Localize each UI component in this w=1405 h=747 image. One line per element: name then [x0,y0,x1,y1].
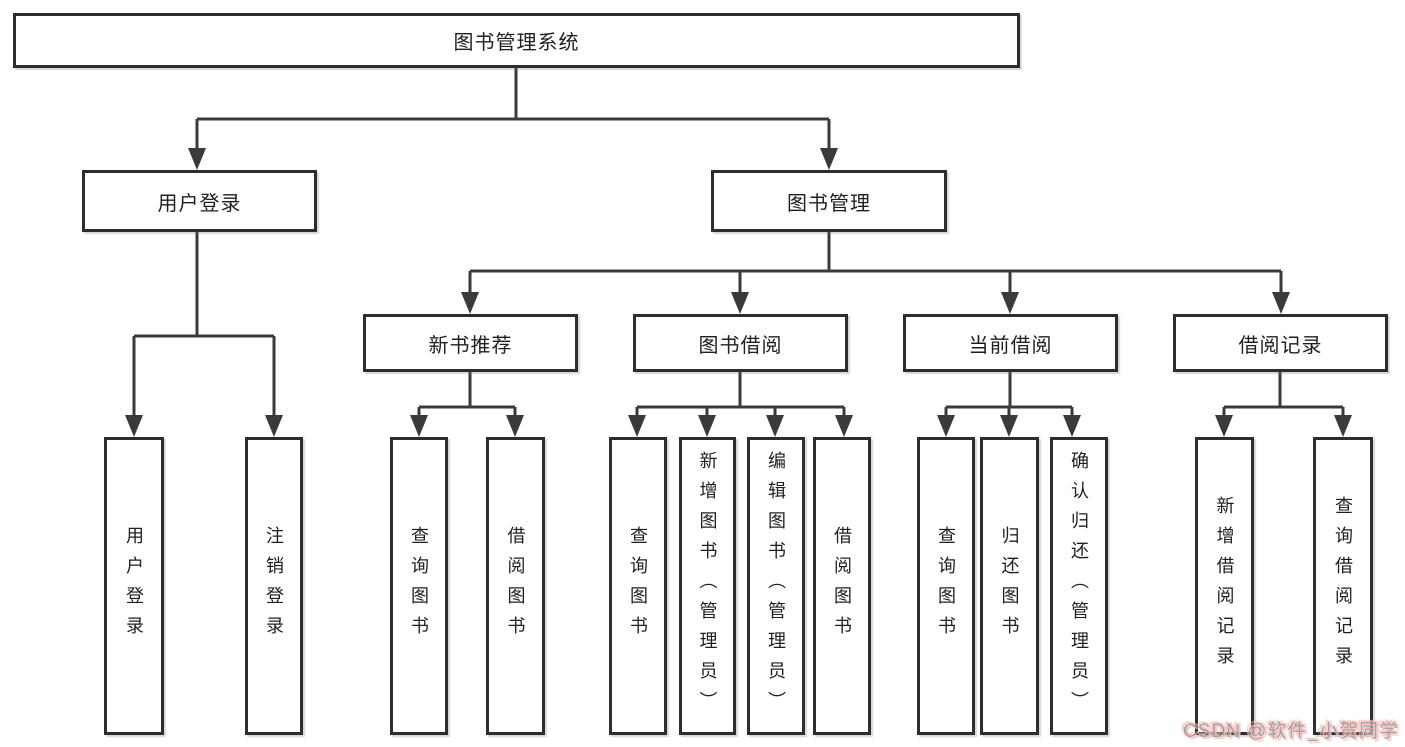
node-new-book-recommend: 新书推荐 [363,314,578,372]
leaf-logout: 注销登录 [245,437,303,735]
leaf-newbook-query-book-label: 查询图书 [409,526,429,646]
leaf-borrow-borrow-book: 借阅图书 [813,437,871,735]
leaf-current-confirm-return: 确认归还（管理员） [1050,437,1108,735]
leaf-record-add: 新增借阅记录 [1195,437,1254,735]
leaf-borrow-edit-book-label: 编辑图书（管理员） [766,451,786,721]
leaf-borrow-borrow-book-label: 借阅图书 [832,526,852,646]
node-borrow-record: 借阅记录 [1173,314,1388,372]
node-current-borrow-label: 当前借阅 [968,334,1053,357]
leaf-user-login: 用户登录 [104,437,164,735]
node-new-book-recommend-label: 新书推荐 [428,334,513,357]
leaf-borrow-edit-book: 编辑图书（管理员） [747,437,805,735]
node-book-management: 图书管理 [711,170,947,232]
node-book-management-label: 图书管理 [787,192,871,215]
arrowheads [125,148,1352,437]
leaf-record-query-label: 查询借阅记录 [1333,496,1353,676]
leaf-newbook-borrow-book: 借阅图书 [486,437,545,735]
leaf-borrow-add-book: 新增图书（管理员） [679,437,736,735]
node-root-label: 图书管理系统 [453,32,580,54]
leaf-borrow-query-book: 查询图书 [609,437,667,735]
leaf-borrow-add-book-label: 新增图书（管理员） [697,451,718,721]
leaf-current-query-book-label: 查询图书 [936,526,956,646]
node-current-borrow: 当前借阅 [903,314,1118,372]
leaf-logout-label: 注销登录 [264,526,284,646]
leaf-record-query: 查询借阅记录 [1313,437,1373,735]
node-borrow-record-label: 借阅记录 [1238,334,1323,357]
leaf-borrow-query-book-label: 查询图书 [628,526,648,646]
node-user-login-label: 用户登录 [157,192,242,215]
leaf-current-query-book: 查询图书 [917,437,975,735]
node-user-login: 用户登录 [82,170,317,232]
node-book-borrow-label: 图书借阅 [698,334,783,357]
leaf-current-return-book-label: 归还图书 [999,526,1020,646]
csdn-watermark: CSDN @软件_小贺同学 [1183,721,1399,742]
leaf-newbook-query-book: 查询图书 [390,437,448,735]
node-root: 图书管理系统 [13,13,1020,68]
leaf-record-add-label: 新增借阅记录 [1214,496,1235,676]
node-book-borrow: 图书借阅 [633,314,848,372]
leaf-current-confirm-return-label: 确认归还（管理员） [1069,451,1089,721]
leaf-current-return-book: 归还图书 [980,437,1039,735]
leaf-user-login-label: 用户登录 [124,526,144,646]
leaf-newbook-borrow-book-label: 借阅图书 [505,526,526,646]
